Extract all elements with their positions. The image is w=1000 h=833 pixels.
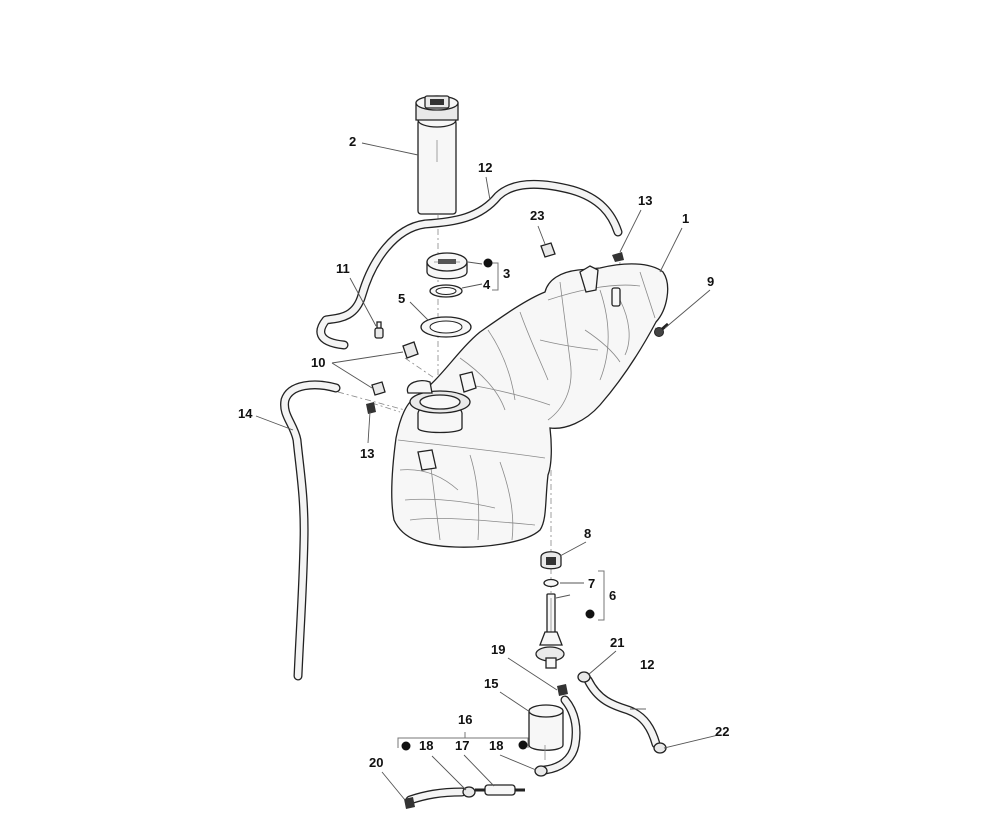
fuel-tank bbox=[391, 263, 669, 548]
leader-lines bbox=[255, 142, 719, 801]
hose-clamp-18b bbox=[534, 765, 548, 777]
callout-3: 3 bbox=[503, 266, 510, 281]
callout-18-right: 18 bbox=[489, 738, 503, 753]
callout-11: 11 bbox=[336, 261, 350, 276]
callout-10: 10 bbox=[311, 355, 325, 370]
kit-dots bbox=[401, 258, 595, 751]
callout-17: 17 bbox=[455, 738, 469, 753]
fitting-11 bbox=[374, 321, 384, 339]
hose-clip-20 bbox=[404, 797, 415, 809]
callout-22: 22 bbox=[715, 724, 729, 739]
cap-gasket bbox=[429, 284, 463, 298]
callout-1: 1 bbox=[682, 211, 689, 226]
callout-2: 2 bbox=[349, 134, 356, 149]
hose-clamp-22 bbox=[653, 742, 667, 754]
callout-8: 8 bbox=[584, 526, 591, 541]
hose-clamp-21 bbox=[577, 671, 591, 683]
callout-20: 20 bbox=[369, 755, 383, 770]
filler-seal bbox=[420, 316, 472, 338]
inline-filter bbox=[475, 784, 525, 796]
brackets bbox=[397, 262, 605, 748]
callout-14: 14 bbox=[238, 406, 253, 421]
callout-12-upper: 12 bbox=[478, 160, 492, 175]
fuel-pickup bbox=[535, 593, 565, 669]
fuel-hose-right bbox=[583, 675, 661, 749]
fuel-filter bbox=[528, 704, 564, 760]
retaining-clip-10b bbox=[371, 381, 386, 396]
hose-clip-13-lower bbox=[366, 402, 376, 414]
fuel-hose-lower bbox=[405, 787, 467, 805]
bolt-9 bbox=[654, 322, 669, 337]
callout-7: 7 bbox=[588, 576, 595, 591]
fuel-cap bbox=[426, 252, 468, 280]
hose-clip-13-upper bbox=[612, 252, 624, 262]
callout-13-lower: 13 bbox=[360, 446, 374, 461]
o-ring bbox=[543, 578, 559, 588]
fitting-23 bbox=[540, 242, 556, 258]
retaining-clip-10a bbox=[402, 341, 419, 359]
callout-4: 4 bbox=[483, 277, 491, 292]
callout-labels: 1 2 3 4 5 6 7 8 9 10 11 12 12 13 13 14 1… bbox=[238, 134, 729, 770]
fuel-level-sender bbox=[415, 95, 459, 215]
callout-6: 6 bbox=[609, 588, 616, 603]
callout-19: 19 bbox=[491, 642, 505, 657]
fuel-hose-filter bbox=[540, 695, 581, 775]
hose-clip-19 bbox=[557, 684, 568, 696]
callout-9: 9 bbox=[707, 274, 714, 289]
vent-hose-upper bbox=[316, 179, 623, 350]
callout-12-lower: 12 bbox=[640, 657, 654, 672]
callout-13-upper: 13 bbox=[638, 193, 652, 208]
callout-16: 16 bbox=[458, 712, 472, 727]
callout-15: 15 bbox=[484, 676, 498, 691]
callout-23: 23 bbox=[530, 208, 544, 223]
callout-21: 21 bbox=[610, 635, 624, 650]
overflow-hose bbox=[280, 380, 341, 681]
hose-clamp-8 bbox=[540, 551, 562, 570]
callout-5: 5 bbox=[398, 291, 405, 306]
callout-18-left: 18 bbox=[419, 738, 433, 753]
